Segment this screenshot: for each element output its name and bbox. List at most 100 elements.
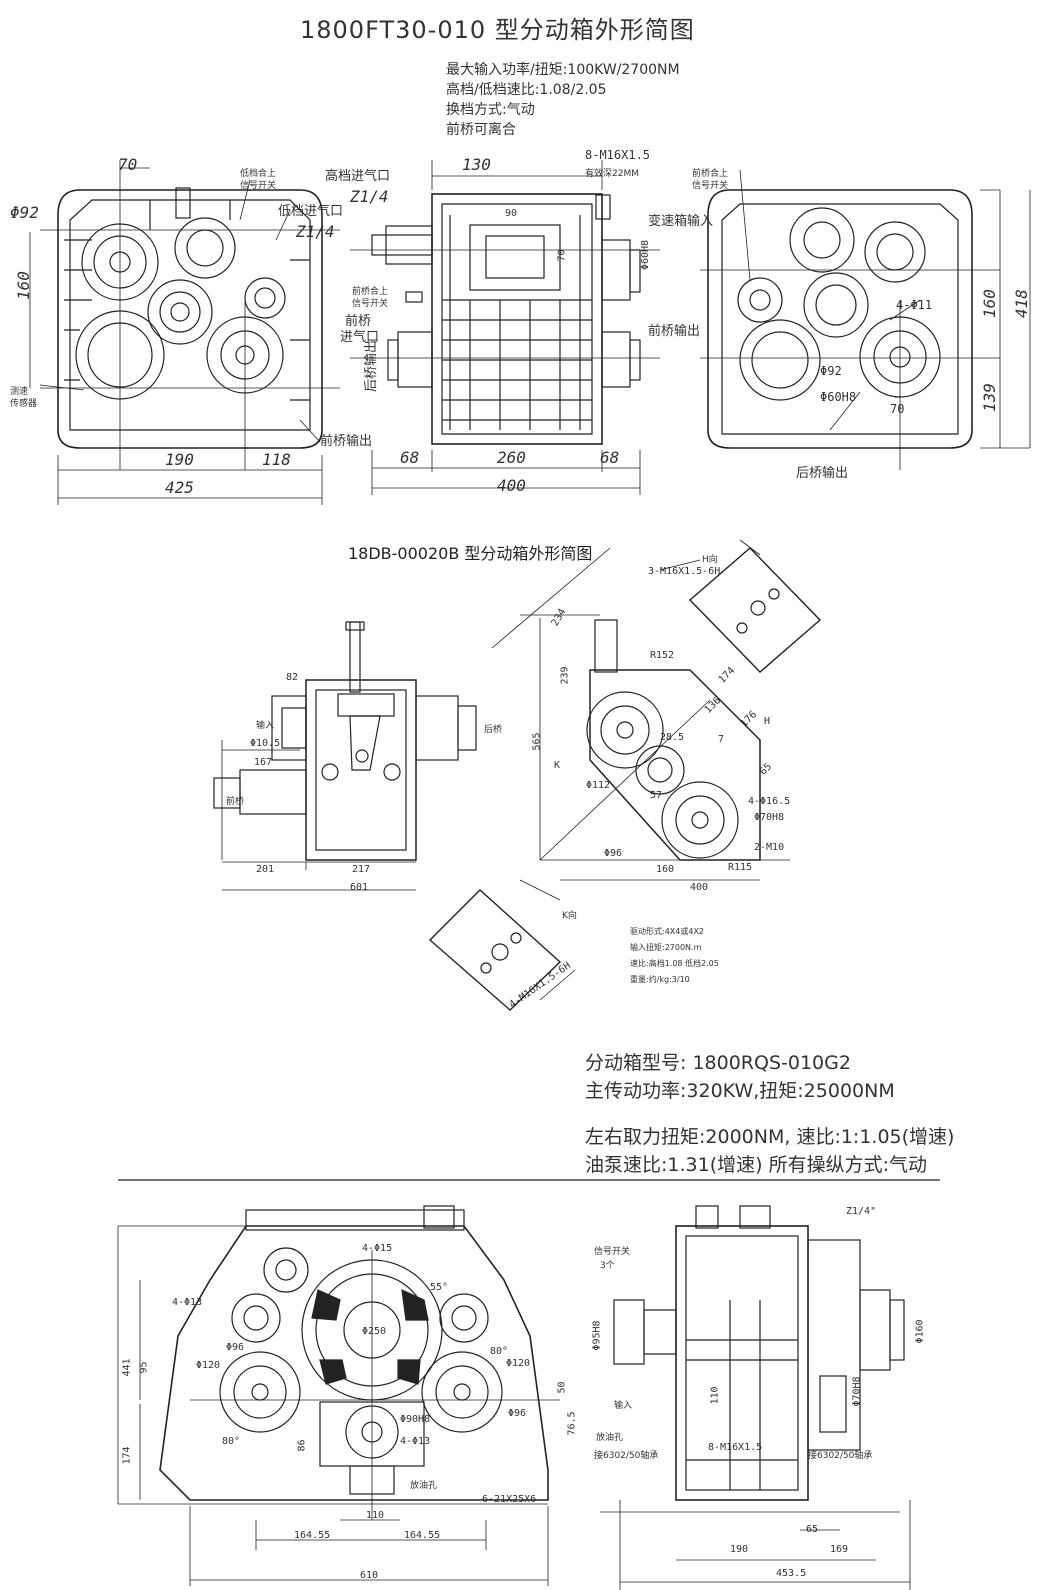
s2-dim-167: 167 [254, 757, 273, 768]
s3-dim-80a: 80° [222, 1436, 241, 1447]
s3-spec-pump: 油泵速比:1.31(增速) 所有操纵方式:气动 [585, 1154, 927, 1176]
section1-spec-ratio: 高档/低档速比:1.08/2.05 [446, 82, 607, 98]
s2-note-drive: 驱动形式:4X4或4X2 [630, 927, 705, 936]
dim-130: 130 [462, 155, 491, 174]
s2-dim-400: 400 [690, 882, 709, 893]
s3-label-drain: 放油孔 [596, 1433, 624, 1443]
s3-dim-55: 55° [430, 1282, 449, 1293]
s3-dim-65: 65 [806, 1524, 819, 1535]
s3-spec-model: 分动箱型号: 1800RQS-010G2 [585, 1052, 851, 1074]
label-signal-switch: 信号开关 [240, 181, 277, 191]
s3-dim-z14: Z1/4" [846, 1206, 877, 1217]
s2-left-view [213, 621, 477, 891]
s2-label-h: H [764, 716, 771, 727]
section1-title: 1800FT30-010 型分动箱外形简图 [300, 16, 695, 44]
s3-label-3pcs: 3个 [600, 1261, 615, 1271]
label-rear-output-b: 后桥输出 [796, 466, 849, 481]
s3-side-view [600, 1205, 911, 1590]
s2-h-view-inset [659, 539, 822, 673]
label-z14-b: Z1/4 [350, 187, 389, 206]
s2-dim-28: 28.5 [660, 732, 685, 743]
label-low-air-inlet: 低档进气口 [278, 204, 344, 219]
s3-label-switch: 信号开关 [594, 1247, 631, 1257]
dim-phi92b: Φ92 [820, 364, 842, 378]
s3-dim-610: 610 [360, 1570, 379, 1581]
s2-dim-601: 601 [350, 882, 369, 893]
dim-118: 118 [262, 450, 291, 469]
dim-68b: 68 [600, 448, 620, 467]
s2-dim-2m10: 2-M10 [754, 842, 785, 853]
s2-dim-57: 57 [650, 790, 663, 801]
section1-spec-shift: 换档方式:气动 [446, 102, 535, 118]
s3-dim-8m16: 8-M16X1.5 [708, 1442, 763, 1453]
label-sensor: 传感器 [10, 399, 38, 409]
section1-spec-power: 最大输入功率/扭矩:100KW/2700NM [446, 62, 680, 78]
s2-dim-7: 7 [718, 734, 725, 745]
label-front-air-inlet: 进气口 [340, 330, 380, 345]
label-front-output: 前桥输出 [648, 324, 701, 339]
s3-front-view [117, 1205, 560, 1586]
dim-phi60h8b: Φ60H8 [820, 390, 857, 404]
s3-dim-453: 453.5 [776, 1568, 807, 1579]
label-front-signal: 前桥合上 [352, 287, 389, 297]
s2-note-torque: 输入扭矩:2700N.m [630, 943, 702, 952]
s2-dim-phi112: Φ112 [586, 780, 611, 791]
s2-dim-3m16: 3-M16X1.5-6H [648, 566, 721, 577]
s2-dim-r115: R115 [728, 862, 753, 873]
s3-spec-pto: 左右取力扭矩:2000NM, 速比:1:1.05(增速) [585, 1126, 955, 1148]
label-speed: 测速 [10, 387, 29, 397]
label-rear-front-signal: 前桥合上 [692, 169, 729, 179]
s3-label-bearing-a: 接6302/50轴承 [594, 1451, 659, 1461]
s2-right-view [428, 539, 822, 1011]
s1-rear-view [700, 169, 1031, 470]
s3-dim-110: 110 [366, 1510, 385, 1521]
s2-k-view-inset [428, 879, 576, 1011]
label-front-switch: 信号开关 [352, 299, 389, 309]
s2-note-ratio: 速比:高档1.08 低档2.05 [630, 959, 719, 968]
s2-note-weight: 重量:约/kg:3/10 [630, 975, 690, 984]
s3-label-bearing-b: 接6302/50轴承 [808, 1451, 873, 1461]
s2-dim-r152: R152 [650, 650, 675, 661]
dim-90: 90 [505, 208, 518, 219]
s2-dim-phi70h8: Φ70H8 [754, 812, 785, 823]
s3-dim-4phi13b: 4-Φ13 [400, 1436, 431, 1447]
label-front-output-b: 前桥输出 [320, 434, 373, 449]
s3-dim-164a: 164.55 [294, 1530, 331, 1541]
s3-dim-phi120b: Φ120 [506, 1358, 531, 1369]
s2-label-h-view: H向 [702, 555, 718, 565]
label-front-axle: 前桥 [345, 314, 372, 329]
s3-dim-phi96b: Φ96 [508, 1408, 527, 1419]
s3-dim-4phi15: 4-Φ15 [362, 1243, 393, 1254]
s2-dim-phi10: Φ10.5 [250, 738, 281, 749]
s3-dim-164b: 164.55 [404, 1530, 441, 1541]
s2-dim-201: 201 [256, 864, 275, 875]
dim-phi92: Φ92 [10, 203, 39, 222]
s3-dim-phi96a: Φ96 [226, 1342, 245, 1353]
dim-68a: 68 [400, 448, 420, 467]
s3-dim-169: 169 [830, 1544, 849, 1555]
label-gearbox-input: 变速箱输入 [648, 214, 714, 229]
label-rear-signal-switch: 信号开关 [692, 181, 729, 191]
label-low-signal: 低档合上 [240, 169, 277, 179]
s3-dim-phi90h8: Φ90H8 [400, 1414, 431, 1425]
s3-dim-4phi13: 4-Φ13 [172, 1297, 203, 1308]
s2-dim-160: 160 [656, 864, 675, 875]
s2-dim-82: 82 [286, 672, 299, 683]
dim-260: 260 [497, 448, 526, 467]
dim-depth: 有效深22MM [585, 169, 639, 179]
s2-dim-4phi16: 4-Φ16.5 [748, 796, 791, 807]
s2-label-rear: 后桥 [484, 725, 503, 735]
s2-label-input: 输入 [256, 721, 275, 731]
s3-label-input: 输入 [614, 1401, 633, 1411]
dim-190: 190 [165, 450, 194, 469]
dim-70: 70 [118, 155, 138, 174]
s1-front-view [29, 160, 340, 505]
s3-dim-80b: 80° [490, 1346, 509, 1357]
s2-label-front: 前桥 [226, 797, 245, 807]
s2-dim-phi96: Φ96 [604, 848, 623, 859]
dim-4phi11: 4-Φ11 [896, 298, 933, 312]
label-high-air-inlet: 高档进气口 [325, 169, 391, 184]
s2-dim-217: 217 [352, 864, 371, 875]
s3-label-drain: 放油孔 [410, 1481, 438, 1491]
s3-dim-phi250: Φ250 [362, 1326, 387, 1337]
